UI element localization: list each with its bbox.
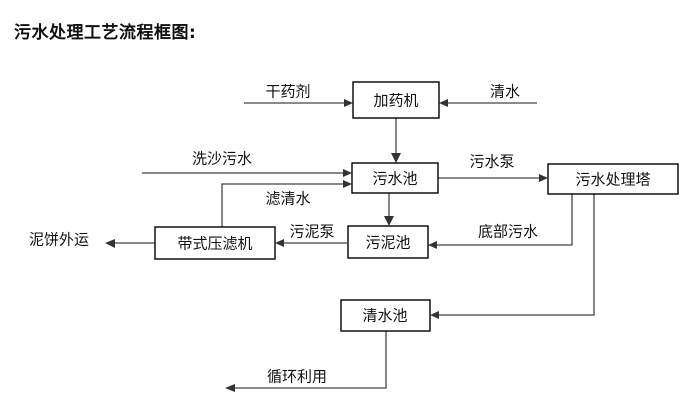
edge-label-mud-cake-transport: 泥饼外运 (29, 231, 89, 249)
node-dosing-machine[interactable]: 加药机 (352, 81, 440, 119)
edge-label-clean-water: 清水 (490, 83, 520, 101)
page-title: 污水处理工艺流程框图: (14, 23, 197, 43)
node-label-dosing-machine: 加药机 (373, 92, 418, 110)
node-sewage-pool[interactable]: 污水池 (351, 162, 439, 194)
node-label-sewage-treatment-tower: 污水处理塔 (575, 171, 650, 189)
edge-tower-to-clear-water-pool (430, 194, 595, 319)
edge-sludge-pump-to-press (275, 239, 347, 247)
edge-label-sewage-pump: 污水泵 (469, 153, 514, 171)
edge-label-recycle-reuse: 循环利用 (267, 368, 327, 386)
node-label-clear-water-pool: 清水池 (362, 307, 407, 325)
edge-label-filtrate: 滤清水 (265, 190, 310, 208)
edge-dosing-to-sewage-pool (391, 118, 401, 163)
edge-dry-reagent-to-dosing (244, 99, 353, 107)
edge-label-sand-wash-sewage: 洗沙污水 (192, 150, 252, 168)
edge-label-dry-reagent: 干药剂 (265, 83, 310, 101)
node-sludge-pool[interactable]: 污泥池 (347, 225, 429, 259)
edge-label-sludge-pump: 污泥泵 (289, 223, 334, 241)
edge-recycle-reuse (225, 331, 387, 392)
edge-label-bottom-sewage: 底部污水 (478, 223, 538, 241)
node-label-belt-filter-press: 带式压滤机 (177, 235, 252, 253)
edge-clean-water-to-dosing (439, 99, 537, 107)
node-label-sewage-pool: 污水池 (372, 170, 417, 188)
node-belt-filter-press[interactable]: 带式压滤机 (154, 226, 276, 260)
edge-filtrate-to-sewage-pool (221, 180, 352, 227)
node-label-sludge-pool: 污泥池 (365, 234, 410, 252)
edge-sewage-pool-to-sludge-pool (384, 193, 394, 226)
edge-sand-wash-sewage-to-pool (142, 169, 352, 177)
edge-sewage-pump-to-tower (438, 174, 548, 182)
edge-bottom-sewage-to-sludge-pool (428, 194, 573, 249)
node-sewage-treatment-tower[interactable]: 污水处理塔 (547, 163, 679, 195)
edge-mud-cake-transport-out (105, 239, 155, 248)
node-clear-water-pool[interactable]: 清水池 (340, 299, 431, 332)
